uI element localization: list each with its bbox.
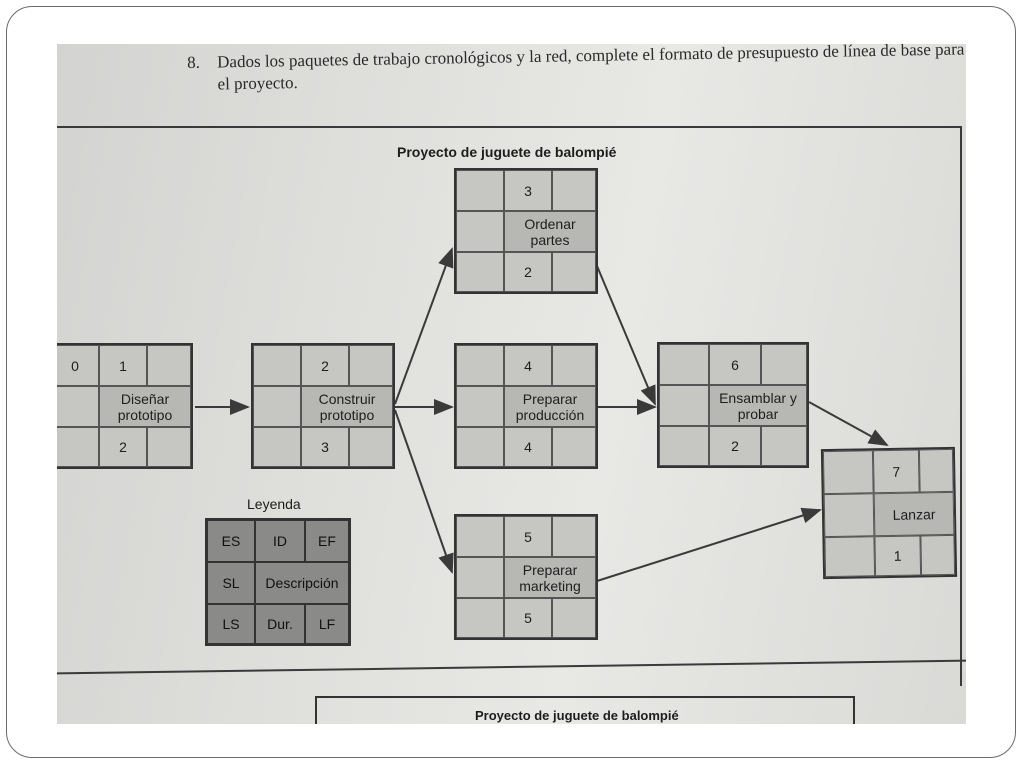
legend-title: Leyenda	[247, 496, 301, 512]
node-id: 7	[872, 449, 920, 494]
activity-node-6: 6 Ensamblar y probar 2	[657, 342, 809, 468]
arrow-6-7	[808, 401, 889, 446]
node-duration: 2	[99, 427, 147, 467]
node-description: Ensamblar y probar	[709, 385, 807, 426]
activity-node-2: 2 Construir prototipo 3	[251, 343, 395, 469]
node-description: Diseñar prototipo	[99, 386, 191, 427]
budget-table-title: Proyecto de juguete de balompié	[475, 708, 679, 723]
node-sl	[456, 211, 504, 252]
node-ef	[147, 345, 191, 386]
node-es	[253, 345, 301, 386]
activity-node-7: 7 Lanzar 1	[820, 446, 958, 580]
node-id: 1	[99, 345, 147, 386]
node-lf	[147, 427, 191, 467]
node-description: Preparar producción	[504, 386, 596, 427]
figure-border	[57, 126, 962, 686]
arrow-2-3	[394, 247, 454, 405]
figure-title: Proyecto de juguete de balompié	[397, 144, 617, 160]
node-ls	[57, 427, 99, 467]
activity-node-3: 3 Ordenar partes 2	[454, 168, 598, 294]
node-duration: 5	[504, 598, 552, 638]
node-ef	[918, 448, 954, 493]
node-ls	[456, 427, 504, 467]
node-duration: 1	[874, 535, 922, 577]
activity-node-5: 5 Preparar marketing 5	[454, 514, 598, 640]
node-ef	[349, 345, 393, 386]
legend-duration: Dur.	[255, 604, 305, 644]
legend-ls: LS	[207, 604, 255, 644]
node-es	[659, 344, 709, 385]
arrow-3-6	[596, 265, 656, 406]
node-ls	[659, 426, 709, 466]
node-es: 0	[57, 345, 99, 386]
node-ls	[456, 252, 504, 292]
node-ls	[456, 598, 504, 638]
legend-id: ID	[255, 520, 305, 562]
node-duration: 2	[709, 426, 761, 466]
node-id: 5	[504, 516, 552, 557]
legend-lf: LF	[305, 604, 349, 644]
node-lf	[552, 252, 596, 292]
node-duration: 3	[301, 427, 349, 467]
textbook-photo: 8. Dados los paquetes de trabajo cronoló…	[57, 44, 966, 724]
node-description: Ordenar partes	[504, 211, 596, 252]
legend-ef: EF	[305, 520, 349, 562]
node-sl	[456, 386, 504, 427]
legend-es: ES	[207, 520, 255, 562]
node-description: Preparar marketing	[504, 557, 596, 598]
node-es	[822, 450, 874, 495]
node-ls	[824, 536, 876, 578]
node-sl	[456, 557, 504, 598]
legend-description: Descripción	[255, 562, 349, 604]
node-sl	[659, 385, 709, 426]
node-lf	[349, 427, 393, 467]
node-ef	[552, 170, 596, 211]
node-id: 3	[504, 170, 552, 211]
node-id: 4	[504, 345, 552, 386]
node-sl	[823, 493, 875, 538]
activity-node-1: 0 1 Diseñar prototipo 2	[57, 343, 193, 469]
arrow-2-5	[394, 409, 454, 574]
node-ls	[253, 427, 301, 467]
node-lf	[552, 598, 596, 638]
node-sl	[253, 386, 301, 427]
node-lf	[920, 534, 956, 576]
node-lf	[761, 426, 807, 466]
node-es	[456, 170, 504, 211]
activity-node-4: 4 Preparar producción 4	[454, 343, 598, 469]
node-es	[456, 345, 504, 386]
network-arrows	[195, 247, 889, 582]
node-id: 6	[709, 344, 761, 385]
node-sl	[57, 386, 99, 427]
node-description: Construir prototipo	[301, 386, 393, 427]
legend-box: ES ID EF SL Descripción LS Dur. LF	[205, 518, 351, 646]
legend-sl: SL	[207, 562, 255, 604]
node-ef	[552, 345, 596, 386]
node-lf	[552, 427, 596, 467]
budget-table-box: Proyecto de juguete de balompié	[315, 696, 855, 724]
node-id: 2	[301, 345, 349, 386]
node-es	[456, 516, 504, 557]
node-duration: 4	[504, 427, 552, 467]
node-duration: 2	[504, 252, 552, 292]
node-ef	[761, 344, 807, 385]
node-description: Lanzar	[873, 491, 955, 537]
node-ef	[552, 516, 596, 557]
slide-frame	[6, 6, 1016, 758]
arrow-5-7	[596, 507, 822, 582]
